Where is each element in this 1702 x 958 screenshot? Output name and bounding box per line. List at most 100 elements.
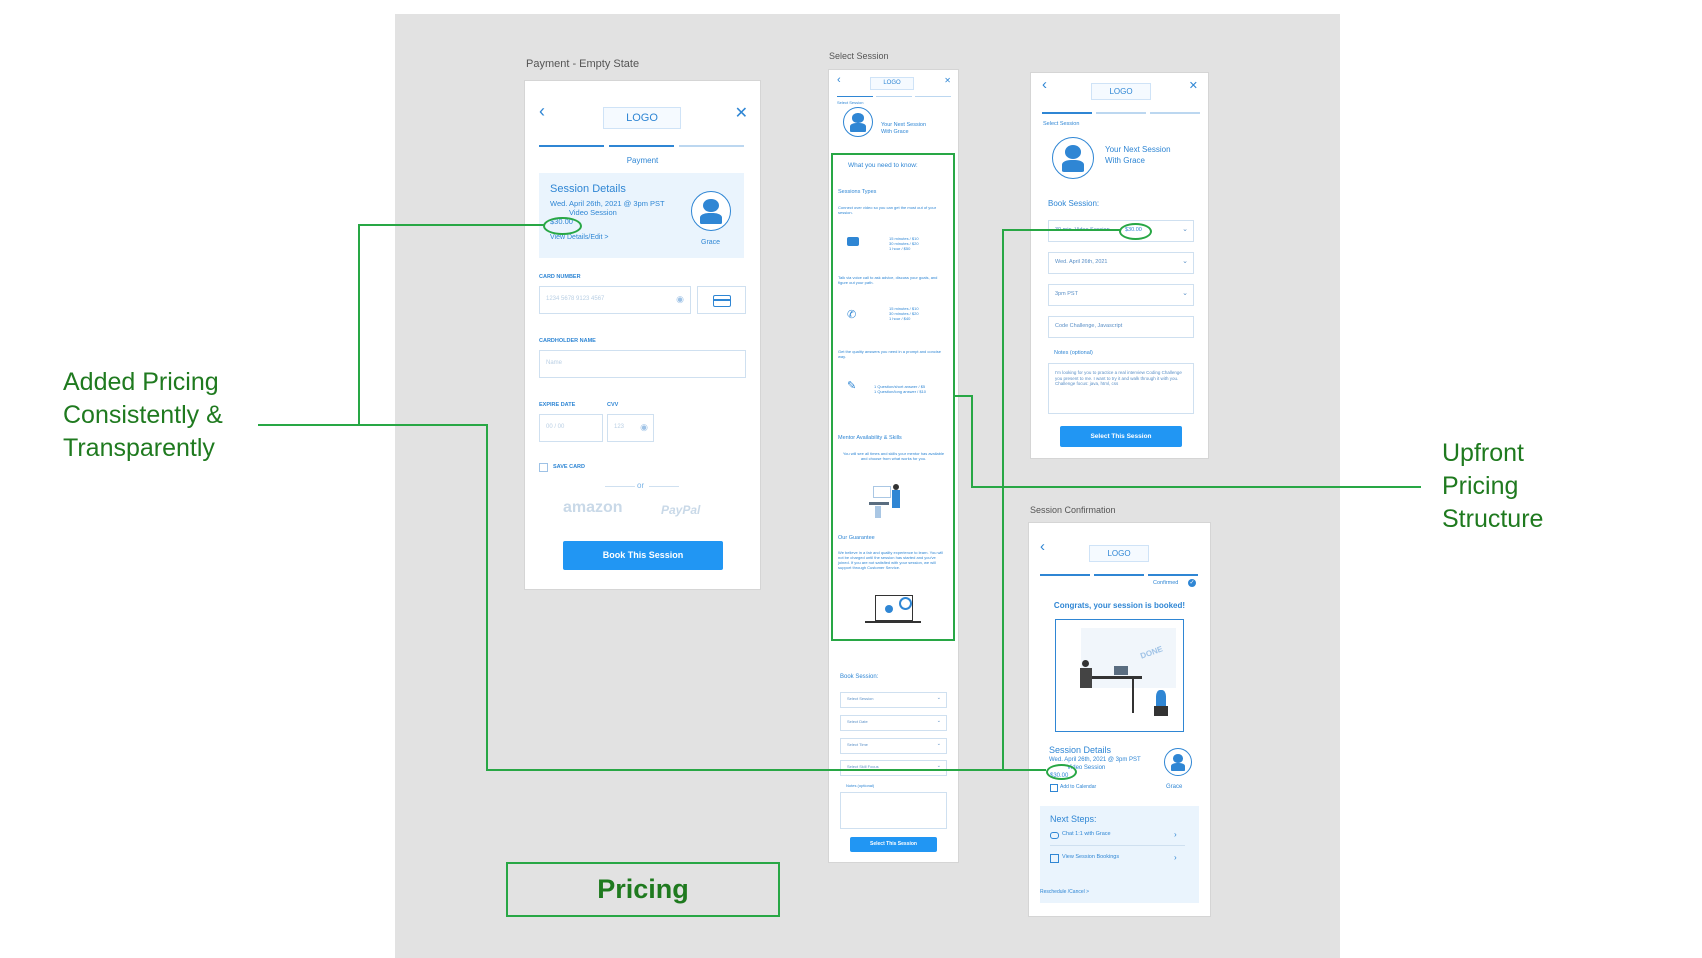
progress-step-3 [1148,574,1198,576]
select-price-highlight-circle [1119,223,1152,240]
session-details-card: Session Details Wed. April 26th, 2021 @ … [539,173,744,258]
amazon-pay-button[interactable]: amazon [563,499,623,516]
need-to-know-heading: What you need to know: [848,162,918,169]
session-details-title: Session Details [550,183,626,195]
mentor-avatar [1164,748,1192,776]
expire-input[interactable]: 00 / 00 [539,414,603,442]
calendar-icon [1050,784,1058,792]
date-dropdown[interactable]: Wed. April 26th, 2021⌄ [1048,252,1194,274]
back-icon[interactable]: ‹ [837,74,841,86]
next-steps-heading: Next Steps: [1050,814,1097,824]
or-label: or [637,481,645,490]
save-card-checkbox[interactable] [539,463,548,472]
cvv-input[interactable]: 123 ◉ [607,414,654,442]
mentor-avatar [1052,137,1094,179]
session-types-heading: Sessions Types [838,189,877,195]
connector-line [486,769,1046,771]
book-session-heading: Book Session: [840,674,879,680]
mentor-name: Grace [701,239,721,246]
chevron-right-icon: › [1174,853,1177,862]
view-details-link[interactable]: View Details/Edit > [550,234,609,241]
frame-label-confirmation: Session Confirmation [1030,505,1116,515]
card-scan-button[interactable] [697,286,746,314]
next-session-label: Your Next Session [881,122,927,128]
notes-textarea[interactable]: I'm looking for you to practice a real i… [1048,363,1194,414]
back-icon[interactable]: ‹ [1040,538,1045,555]
connector-line [486,424,488,770]
book-session-heading: Book Session: [1048,199,1100,208]
reschedule-link[interactable]: Reschedule /Cancel > [1040,889,1090,895]
back-icon[interactable]: ‹ [539,101,545,121]
connector-line [971,486,1421,488]
chat-link[interactable]: Chat 1:1 with Grace [1062,831,1111,837]
progress-step-1 [1042,112,1092,114]
session-details-title: Session Details [1049,745,1112,755]
bookings-icon [1050,854,1059,863]
connector-line [1002,229,1004,770]
availability-illustration [869,480,911,520]
close-icon[interactable]: ✕ [944,76,951,85]
progress-step-1 [837,96,873,97]
book-session-button[interactable]: Book This Session [563,541,723,570]
select-time-dropdown[interactable]: Select Time⌄ [840,738,947,754]
check-icon: ✓ [1188,579,1196,587]
close-icon[interactable]: ✕ [1188,80,1198,92]
logo: LOGO [603,107,681,129]
confirmation-phone: ‹ LOGO Confirmed ✓ Congrats, your sessio… [1028,522,1211,917]
select-session-dropdown[interactable]: Select Session⌄ [840,692,947,708]
close-icon[interactable]: ✕ [734,105,748,122]
connector-line [258,424,488,426]
progress-step-2 [876,96,912,97]
time-dropdown[interactable]: 3pm PST⌄ [1048,284,1194,306]
mentor-avatar [843,107,873,137]
notes-textarea[interactable] [840,792,947,829]
types-description: Connect over video so you can get the mo… [838,205,937,215]
annotation-right: Upfront Pricing Structure [1442,437,1543,536]
select-long-phone: ‹ LOGO ✕ Select Session Your Next Sessio… [828,69,959,863]
progress-step-3 [915,96,951,97]
price-highlight-circle [543,217,582,235]
annotation-right-line1: Upfront [1442,439,1524,467]
cardholder-input[interactable]: Name [539,350,746,378]
select-skill-dropdown[interactable]: Select Skill Focus⌄ [840,760,947,776]
select-date-dropdown[interactable]: Select Date⌄ [840,715,947,731]
expire-placeholder: 00 / 00 [546,424,565,430]
guarantee-illustration [865,591,921,629]
mentor-availability-description: You will see all times and skills your m… [842,451,945,461]
next-session-label: Your Next Session [1105,145,1171,154]
add-to-calendar-link[interactable]: Add to Calendar [1060,784,1097,790]
divider [1050,845,1185,846]
highlight-box-need-to-know [831,153,955,641]
card-number-placeholder: 1234 5678 9123 4567 [546,296,605,302]
step-label: Select Session [1043,121,1080,127]
skill-focus-field[interactable]: Code Challenge, Javascript [1048,316,1194,338]
credit-card-icon [713,295,731,307]
eye-icon[interactable]: ◉ [676,294,684,304]
connector-line [953,395,973,397]
view-bookings-link[interactable]: View Session Bookings [1062,854,1120,860]
paypal-button[interactable]: PayPal [661,503,701,517]
notes-label: Notes (optional) [846,783,875,788]
with-mentor-label: With Grace [1105,156,1146,165]
pricing-label-box: Pricing [506,862,780,917]
phone-icon: ✆ [847,309,857,321]
divider [605,486,635,487]
select-this-session-button[interactable]: Select This Session [1060,426,1182,447]
save-card-label: SAVE CARD [553,464,585,470]
progress-step-3 [679,145,744,147]
card-number-input[interactable]: 1234 5678 9123 4567 ◉ [539,286,691,314]
payment-phone: ‹ LOGO ✕ Payment Session Details Wed. Ap… [524,80,761,590]
pencil-icon: ✎ [847,380,857,392]
qa-description: Get the quality answers you need in a pr… [838,349,941,359]
eye-icon[interactable]: ◉ [640,422,648,432]
progress-step-2 [1096,112,1146,114]
booked-illustration: DONE [1055,619,1184,732]
back-icon[interactable]: ‹ [1042,76,1047,93]
select-this-session-button[interactable]: Select This Session [850,837,937,852]
annotation-right-line3: Structure [1442,505,1544,533]
mentor-avatar [691,191,731,231]
progress-step-1 [539,145,604,147]
logo: LOGO [1091,83,1151,100]
